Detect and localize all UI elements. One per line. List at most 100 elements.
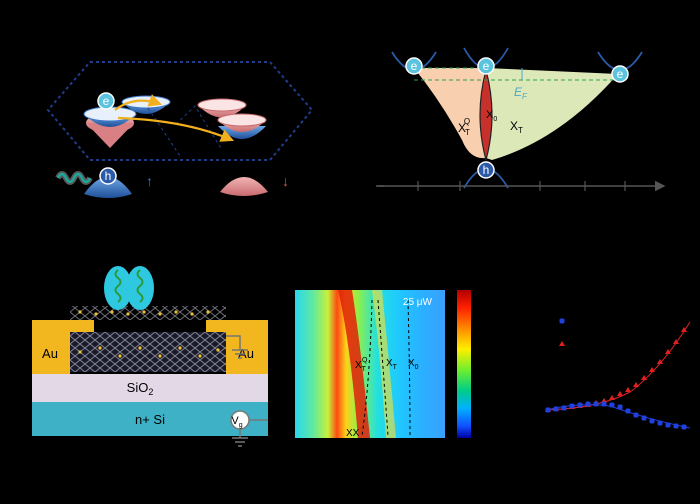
blue-point-18: [681, 424, 687, 430]
scattering-arrow-1: [114, 94, 163, 111]
xtq-dashed-line: [361, 299, 373, 437]
electron-label-b3: e: [617, 67, 624, 81]
si-substrate: [32, 402, 268, 436]
k-axis-ticks: [417, 181, 626, 191]
fermi-sub: F: [522, 92, 528, 101]
xtq-main-b: X: [458, 121, 466, 135]
xtq-sub-b: T: [465, 128, 470, 137]
blue-point-14: [649, 418, 655, 424]
blue-point-10: [617, 404, 623, 410]
panel-d-pl-map: 25 μW XTQ XT X0 XX: [295, 290, 471, 439]
sio2-label: SiO2: [127, 380, 154, 397]
red-point-13: [641, 375, 647, 380]
blue-point-9: [609, 402, 615, 408]
xtq-bright-band: [338, 290, 370, 438]
xt-label-b: XT: [510, 119, 523, 135]
ground-symbol-bottom: [232, 437, 248, 447]
gate-voltage-source: [230, 410, 250, 430]
blue-point-7: [593, 401, 599, 407]
red-point-0: [559, 341, 565, 346]
scattering-arrow-2: [117, 116, 235, 142]
red-point-17: [673, 339, 679, 344]
blue-point-6: [585, 401, 591, 407]
spin-down-arrow: ↓: [282, 173, 289, 189]
vg-label: Vg: [231, 415, 242, 429]
xt-main-d: X: [386, 358, 393, 369]
tmd-lattice: [70, 332, 226, 372]
blue-point-5: [577, 402, 583, 408]
laser-beam-left: [104, 266, 132, 310]
panel-a-valley-schematic: e h ↑ ↓: [46, 61, 314, 198]
xt-dashed-line: [377, 299, 389, 437]
blue-point-0: [559, 318, 565, 324]
lattice-dots: [78, 310, 220, 358]
blue-point-16: [665, 422, 671, 428]
electron-badge-a: e: [97, 92, 115, 110]
laser-beam-right: [126, 266, 154, 310]
xx-label: XX: [346, 428, 360, 439]
xtq-region: [414, 68, 486, 159]
colorbar: [457, 290, 471, 438]
x0-dashed-line: [407, 299, 411, 437]
xt-main-b: X: [510, 119, 518, 133]
blue-point-15: [657, 420, 663, 426]
ground-wire-top: [226, 335, 241, 350]
electron-badge-b3: e: [611, 65, 629, 83]
nsi-label: n+ Si: [135, 412, 165, 427]
xtq-sup-d: Q: [362, 357, 368, 364]
sio2-layer: [32, 374, 268, 402]
red-point-9: [609, 395, 615, 400]
ground-symbol-top: [232, 349, 248, 359]
photon-wave-line: [56, 172, 92, 184]
hole-cone-spin-up: h: [84, 167, 132, 198]
x0-sub-d: 0: [415, 364, 419, 371]
hole-badge-b: h: [477, 161, 495, 179]
panel-b-band-diagram: e e e h EF XTQ X0 XT: [376, 47, 666, 192]
fermi-energy-label: EF: [514, 85, 528, 101]
xt-sub-d: T: [393, 364, 398, 371]
blue-point-2: [553, 406, 559, 412]
red-point-10: [617, 391, 623, 396]
blue-point-4: [569, 403, 575, 409]
blue-point-1: [545, 407, 551, 413]
x0-sub-b: 0: [493, 116, 497, 123]
red-point-11: [625, 387, 631, 392]
xtq-label-b: XTQ: [458, 117, 470, 137]
xt-region: [486, 68, 618, 160]
xtq-label-d: XTQ: [355, 357, 368, 373]
hole-label-b: h: [483, 163, 490, 177]
blue-point-8: [601, 401, 607, 407]
electron-label-b2: e: [483, 59, 490, 73]
valley-k-left: [83, 106, 137, 148]
blue-point-17: [673, 423, 679, 429]
sio2-main: SiO: [127, 380, 149, 395]
valley-kprime-right: [217, 113, 267, 139]
pl-map-area: [295, 290, 445, 438]
spin-up-arrow: ↑: [146, 173, 153, 189]
hbn-top-lattice: [70, 306, 226, 320]
hole-cone-spin-down: [220, 177, 268, 196]
vg-sub: g: [239, 422, 243, 429]
electron-badge-b2: e: [477, 57, 495, 75]
vg-main: V: [231, 415, 239, 427]
electron-label-a: e: [103, 94, 110, 108]
red-point-16: [665, 349, 671, 354]
xtq-sub-d: T: [362, 366, 367, 373]
power-label: 25 μW: [403, 297, 433, 308]
panel-e-scatter: [545, 318, 691, 430]
xt-band: [372, 290, 396, 438]
x0-region: [479, 67, 493, 163]
x0-main-d: X: [408, 358, 415, 369]
red-fit-curve: [545, 321, 691, 411]
red-point-15: [657, 359, 663, 364]
dashed-path-2: [175, 105, 223, 151]
electron-badge-b1: e: [405, 57, 423, 75]
valley-kprime-top: [197, 98, 247, 118]
xt-sub-b: T: [518, 126, 523, 135]
x0-main-b: X: [486, 109, 494, 121]
brillouin-zone-hexagon: [46, 61, 314, 161]
blue-point-12: [633, 412, 639, 418]
red-series-points: [545, 327, 687, 412]
dashed-path-1: [147, 107, 181, 157]
